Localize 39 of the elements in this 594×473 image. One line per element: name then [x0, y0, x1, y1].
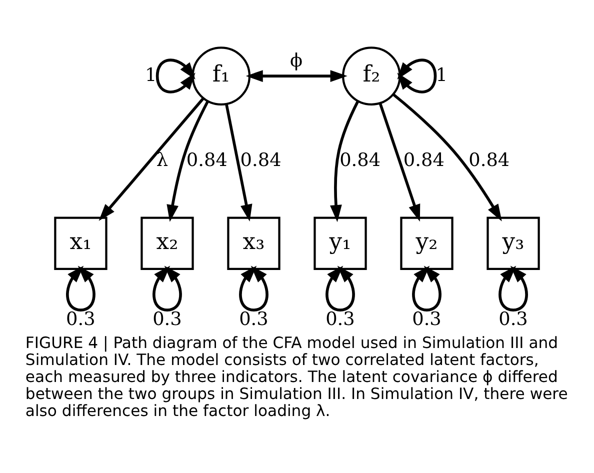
edge-label: 0.3 [326, 308, 355, 330]
edge-label: 0.84 [240, 149, 282, 170]
edge-label: 1 [145, 64, 157, 86]
node-box: y₃ [486, 216, 540, 270]
arrow [98, 96, 204, 220]
arrow [392, 92, 502, 221]
edge-label: 0.3 [239, 308, 268, 330]
arrow [66, 265, 96, 311]
arrow [246, 70, 348, 82]
arrow [326, 265, 355, 311]
arrow [239, 265, 268, 311]
node-box: x₂ [140, 216, 194, 270]
edge-label: 0.84 [468, 149, 510, 170]
node-circle: f₁ [192, 46, 251, 105]
edge-label: 0.3 [66, 308, 96, 330]
arrow [498, 265, 528, 311]
edge-label: 0.3 [412, 308, 442, 330]
node-box: x₁ [54, 216, 108, 270]
arrow [225, 103, 252, 222]
arrow [152, 265, 182, 311]
arrow [412, 265, 442, 311]
arrow [166, 100, 209, 222]
node-box: y₁ [314, 216, 367, 270]
arrow [156, 58, 196, 93]
node-box: x₃ [227, 216, 280, 270]
edge-label: 0.3 [498, 308, 528, 330]
edge-label: 0.84 [186, 149, 228, 170]
edge-label: 0.84 [340, 149, 381, 170]
edge-label: 0.3 [152, 308, 182, 330]
node-box: y₂ [400, 216, 454, 270]
node-circle: f₂ [342, 46, 401, 105]
arrow [330, 100, 360, 222]
edge-label: 1 [436, 64, 448, 86]
arrow [378, 102, 420, 222]
edge-label: λ [156, 149, 168, 170]
arrow [397, 58, 437, 93]
edge-label: ϕ [290, 50, 303, 72]
edge-label: 0.84 [403, 149, 444, 170]
caption: FIGURE 4 | Path diagram of the CFA model used in Simulation III and Simulation IV. The model consists of two correlated latent factors, each measured by three indicators. The latent covariance ϕ differed between the two groups in Simulation III. In Simulation IV, there were also differences in the factor loading λ. [25, 334, 568, 420]
